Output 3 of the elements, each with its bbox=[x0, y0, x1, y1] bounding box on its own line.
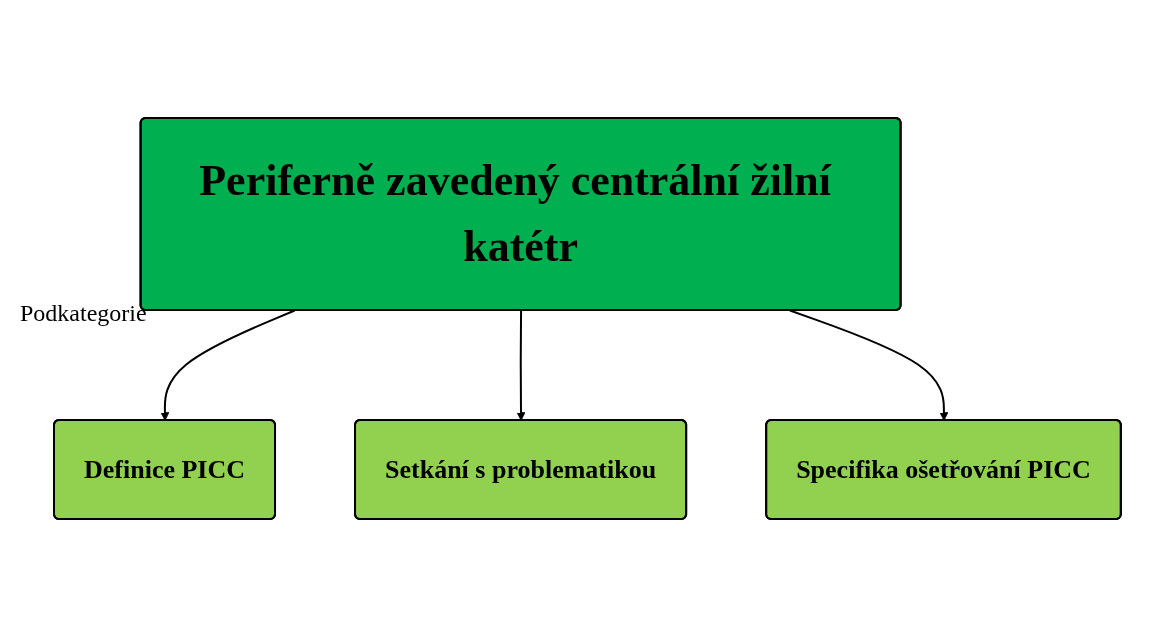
arrow bbox=[516, 309, 525, 421]
arrow bbox=[788, 309, 948, 421]
arrow bbox=[160, 309, 296, 421]
